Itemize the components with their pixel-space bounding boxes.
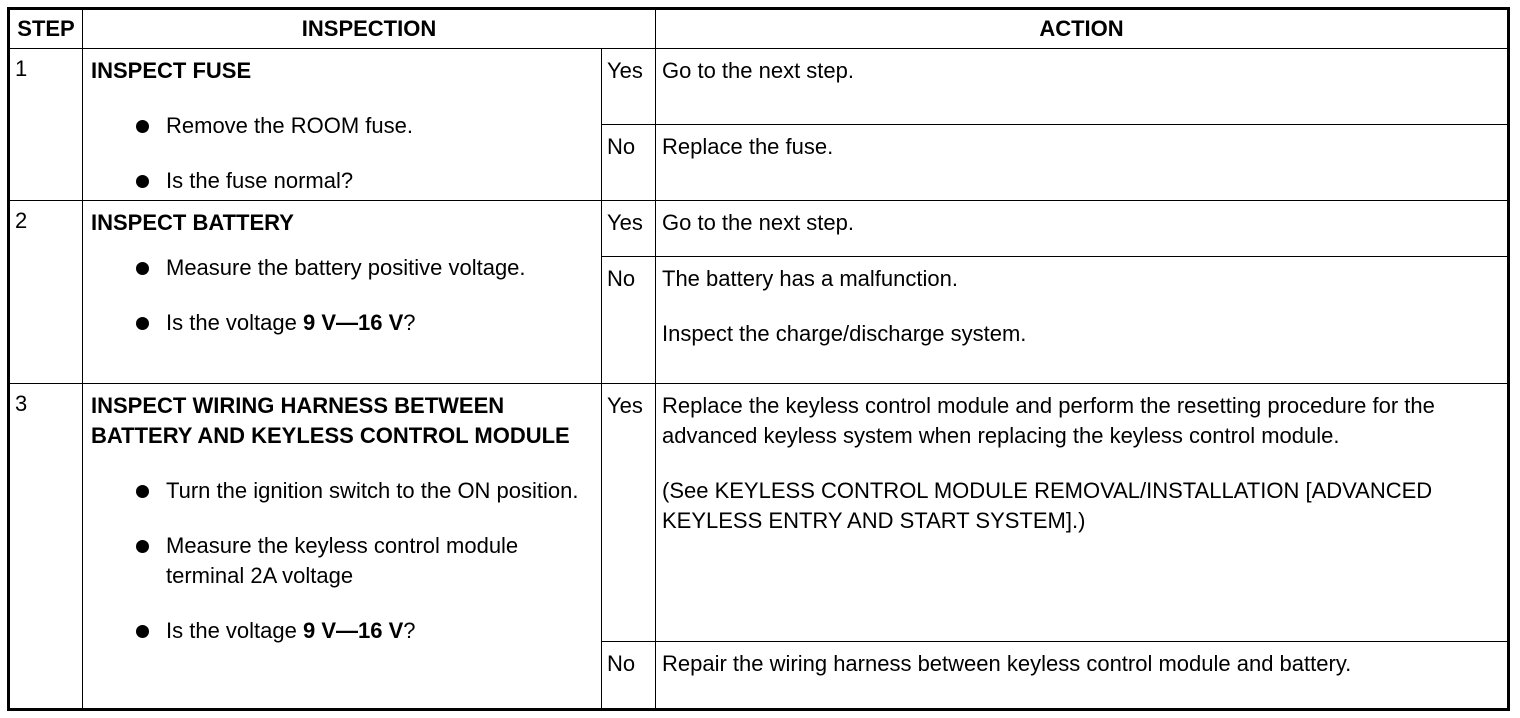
inspection-title: INSPECT FUSE: [91, 58, 252, 83]
bullet-item: Measure the keyless control module termi…: [131, 531, 593, 591]
header-inspection: INSPECTION: [82, 8, 656, 49]
no-label: No: [601, 124, 656, 201]
step-number: 2: [8, 200, 83, 384]
bullet-item: Is the voltage 9 V—16 V?: [131, 616, 593, 646]
step-3-yes-row: 3 INSPECT WIRING HARNESS BETWEEN BATTERY…: [8, 383, 1509, 710]
yes-action: Go to the next step.: [655, 200, 1509, 257]
bullet-item: Turn the ignition switch to the ON posit…: [131, 476, 593, 506]
yes-label: Yes: [601, 48, 656, 125]
no-action: Repair the wiring harness between keyles…: [655, 641, 1509, 710]
no-label: No: [601, 256, 656, 384]
no-action: Replace the fuse.: [655, 124, 1509, 201]
header-step: STEP: [8, 8, 83, 49]
bullet-item: Is the fuse normal?: [131, 166, 593, 196]
bullet-item: Remove the ROOM fuse.: [131, 111, 593, 141]
diagnostic-table: STEP INSPECTION ACTION 1 INSPECT FUSE Re…: [7, 7, 1510, 711]
yes-label: Yes: [601, 200, 656, 257]
header-action: ACTION: [655, 8, 1509, 49]
bullet-item: Measure the battery positive voltage.: [131, 253, 593, 283]
step-number: 1: [8, 48, 83, 201]
step-2-yes-row: 2 INSPECT BATTERY Measure the battery po…: [8, 200, 1509, 384]
inspection-title: INSPECT BATTERY: [91, 210, 294, 235]
inspection-cell: INSPECT BATTERY Measure the battery posi…: [82, 200, 602, 384]
step-number: 3: [8, 383, 83, 710]
inspection-title: INSPECT WIRING HARNESS BETWEEN BATTERY A…: [91, 393, 570, 448]
step-3-no-row: No Repair the wiring harness between key…: [9, 641, 1509, 710]
yes-action: Replace the keyless control module and p…: [655, 383, 1509, 642]
inspection-cell: INSPECT FUSE Remove the ROOM fuse. Is th…: [82, 48, 602, 201]
bullet-item: Is the voltage 9 V—16 V?: [131, 308, 593, 338]
header-row: STEP INSPECTION ACTION: [8, 8, 1509, 49]
yes-label: Yes: [601, 383, 656, 642]
step-1-no-row: No Replace the fuse.: [9, 124, 1509, 201]
yes-action: Go to the next step.: [655, 48, 1509, 125]
step-1-yes-row: 1 INSPECT FUSE Remove the ROOM fuse. Is …: [8, 48, 1509, 201]
no-action: The battery has a malfunction. Inspect t…: [655, 256, 1509, 384]
inspection-cell: INSPECT WIRING HARNESS BETWEEN BATTERY A…: [82, 383, 602, 710]
no-label: No: [601, 641, 656, 710]
